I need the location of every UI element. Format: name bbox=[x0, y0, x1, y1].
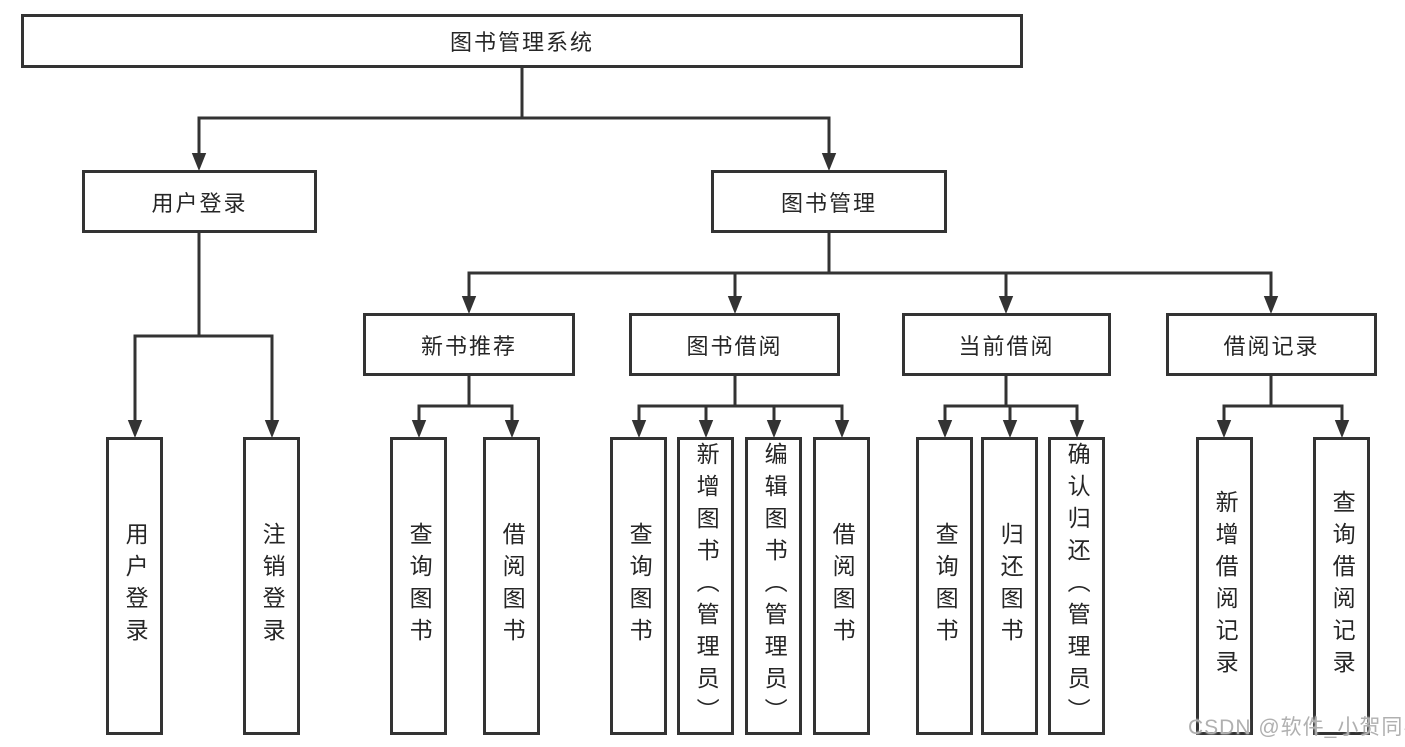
node-current-borrow-label: 当前借阅 bbox=[958, 333, 1055, 359]
leaf-logout: 注销登录 bbox=[243, 437, 300, 735]
leaf-add-book-admin: 新增图书（管理员） bbox=[677, 437, 734, 735]
node-book-mgmt-label: 图书管理 bbox=[780, 190, 877, 216]
leaf-query-borrow-record-label: 查询借阅记录 bbox=[1329, 490, 1356, 682]
node-book-borrow-label: 图书借阅 bbox=[686, 333, 783, 359]
leaf-borrow-book-1-label: 借阅图书 bbox=[499, 522, 526, 650]
node-root: 图书管理系统 bbox=[21, 14, 1023, 68]
leaf-user-login-label: 用户登录 bbox=[122, 522, 149, 650]
leaf-borrow-book-2-label: 借阅图书 bbox=[829, 522, 856, 650]
leaf-query-book-3: 查询图书 bbox=[916, 437, 973, 735]
leaf-edit-book-admin: 编辑图书（管理员） bbox=[745, 437, 802, 735]
leaf-borrow-book-2: 借阅图书 bbox=[813, 437, 870, 735]
node-borrow-records-label: 借阅记录 bbox=[1223, 333, 1320, 359]
leaf-add-borrow-record: 新增借阅记录 bbox=[1196, 437, 1253, 735]
leaf-query-book-1: 查询图书 bbox=[390, 437, 447, 735]
node-borrow-records: 借阅记录 bbox=[1166, 313, 1377, 376]
leaf-add-borrow-record-label: 新增借阅记录 bbox=[1212, 490, 1239, 682]
node-book-borrow: 图书借阅 bbox=[629, 313, 840, 376]
leaf-borrow-book-1: 借阅图书 bbox=[483, 437, 540, 735]
leaf-query-book-2-label: 查询图书 bbox=[626, 522, 653, 650]
leaf-return-book: 归还图书 bbox=[981, 437, 1038, 735]
leaf-confirm-return-admin: 确认归还（管理员） bbox=[1048, 437, 1105, 735]
node-user-login: 用户登录 bbox=[82, 170, 317, 233]
leaf-query-book-2: 查询图书 bbox=[610, 437, 667, 735]
node-new-book-recommend-label: 新书推荐 bbox=[420, 333, 517, 359]
node-current-borrow: 当前借阅 bbox=[902, 313, 1111, 376]
leaf-add-book-admin-label: 新增图书（管理员） bbox=[693, 442, 720, 730]
leaf-confirm-return-admin-label: 确认归还（管理员） bbox=[1064, 442, 1091, 730]
leaf-return-book-label: 归还图书 bbox=[997, 522, 1024, 650]
leaf-logout-label: 注销登录 bbox=[259, 522, 286, 650]
leaf-query-book-3-label: 查询图书 bbox=[932, 522, 959, 650]
node-root-label: 图书管理系统 bbox=[449, 30, 594, 55]
node-user-login-label: 用户登录 bbox=[151, 190, 248, 216]
node-book-mgmt: 图书管理 bbox=[711, 170, 947, 233]
node-new-book-recommend: 新书推荐 bbox=[363, 313, 575, 376]
leaf-query-borrow-record: 查询借阅记录 bbox=[1313, 437, 1370, 735]
leaf-edit-book-admin-label: 编辑图书（管理员） bbox=[761, 442, 788, 730]
leaf-query-book-1-label: 查询图书 bbox=[406, 522, 433, 650]
csdn-watermark: CSDN @软件_小贺同学 bbox=[1188, 716, 1405, 739]
leaf-user-login: 用户登录 bbox=[106, 437, 163, 735]
